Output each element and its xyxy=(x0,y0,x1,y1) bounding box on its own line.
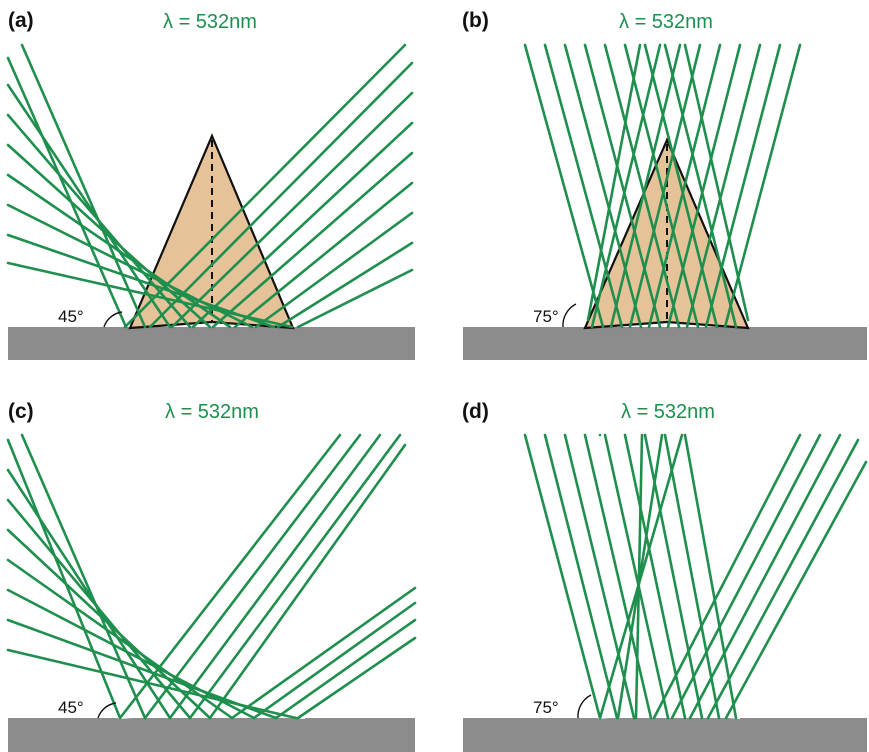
angle-label: 45° xyxy=(58,698,84,717)
laser-beam xyxy=(643,43,719,329)
laser-beam xyxy=(724,460,868,720)
wavelength-label: λ = 532nm xyxy=(621,401,715,423)
laser-beam xyxy=(688,433,842,720)
laser-beam xyxy=(296,268,414,329)
laser-beam xyxy=(623,43,700,329)
laser-beam xyxy=(20,43,147,329)
substrate xyxy=(8,327,415,360)
laser-beam xyxy=(6,558,234,720)
laser-beam xyxy=(523,433,602,720)
laser-beam xyxy=(666,43,742,329)
wavelength-label: λ = 532nm xyxy=(165,401,259,423)
laser-beam xyxy=(170,91,414,329)
laser-beam xyxy=(296,636,417,720)
laser-beam xyxy=(609,43,682,329)
laser-beam xyxy=(652,433,802,720)
laser-beam xyxy=(123,43,407,329)
laser-beam xyxy=(586,43,642,322)
wavelength-label: λ = 532nm xyxy=(163,11,257,33)
laser-beam xyxy=(6,83,172,329)
laser-beam xyxy=(143,433,362,720)
laser-beam xyxy=(211,151,414,329)
laser-beam xyxy=(603,43,681,329)
laser-beam xyxy=(252,601,417,720)
angle-label: 75° xyxy=(533,698,559,717)
laser-beam xyxy=(704,43,782,329)
laser-beam xyxy=(6,173,232,329)
panel-a: 45° (a) λ = 532nm xyxy=(6,9,415,360)
angle-arc xyxy=(97,702,117,719)
angle-label: 75° xyxy=(533,307,559,326)
laser-beam xyxy=(148,61,414,329)
laser-beam xyxy=(233,181,414,329)
laser-beam xyxy=(543,43,624,329)
laser-beam xyxy=(583,433,653,720)
substrate xyxy=(8,718,415,752)
laser-beam xyxy=(6,588,256,720)
laser-beam xyxy=(254,211,414,329)
laser-beam xyxy=(583,43,662,329)
angle-label: 45° xyxy=(58,307,84,326)
laser-beam xyxy=(563,43,643,329)
laser-beam xyxy=(6,468,172,720)
laser-beam xyxy=(628,43,702,329)
laser-beam xyxy=(647,43,722,329)
laser-beam xyxy=(563,433,636,720)
panel-label: (c) xyxy=(8,400,34,423)
laser-beam xyxy=(230,586,417,720)
laser-beam xyxy=(634,433,644,720)
laser-beam xyxy=(670,433,822,720)
laser-beam xyxy=(603,433,670,720)
angle-arc xyxy=(577,694,592,719)
panel-b: 75° (b) λ = 532nm xyxy=(462,9,867,360)
laser-beam xyxy=(6,261,294,329)
panel-label: (a) xyxy=(8,9,34,32)
substrate xyxy=(463,718,867,752)
laser-beam xyxy=(683,433,738,720)
laser-beam xyxy=(6,113,192,329)
angle-arc xyxy=(562,303,577,328)
substrate xyxy=(463,327,867,360)
laser-beam xyxy=(6,498,192,720)
laser-beam xyxy=(118,433,342,720)
laser-beam xyxy=(663,43,738,329)
laser-beam xyxy=(685,43,762,329)
panel-c: 45° (c) λ = 532nm xyxy=(6,400,417,752)
laser-beam xyxy=(168,433,382,720)
panel-d: 75° (d) λ = 532nm xyxy=(462,400,868,752)
laser-beam xyxy=(6,438,122,720)
laser-beam xyxy=(191,121,414,329)
laser-beam xyxy=(706,438,860,720)
laser-beam xyxy=(663,433,721,720)
laser-beam xyxy=(6,56,128,329)
laser-beam xyxy=(208,443,407,720)
laser-beam xyxy=(276,241,414,329)
laser-beam xyxy=(543,433,619,720)
laser-beam xyxy=(188,433,402,720)
angle-arc xyxy=(103,311,123,328)
laser-beam xyxy=(6,143,212,329)
panel-label: (b) xyxy=(462,9,489,32)
laser-beam xyxy=(683,43,750,322)
laser-beam xyxy=(6,528,212,720)
wavelength-label: λ = 532nm xyxy=(619,11,713,33)
panel-label: (d) xyxy=(462,400,489,423)
laser-beam xyxy=(523,43,605,329)
laser-beam xyxy=(274,618,417,720)
laser-beam xyxy=(20,433,147,720)
laser-beam xyxy=(623,433,687,720)
laser-beam xyxy=(723,43,802,329)
laser-beam xyxy=(590,43,662,329)
